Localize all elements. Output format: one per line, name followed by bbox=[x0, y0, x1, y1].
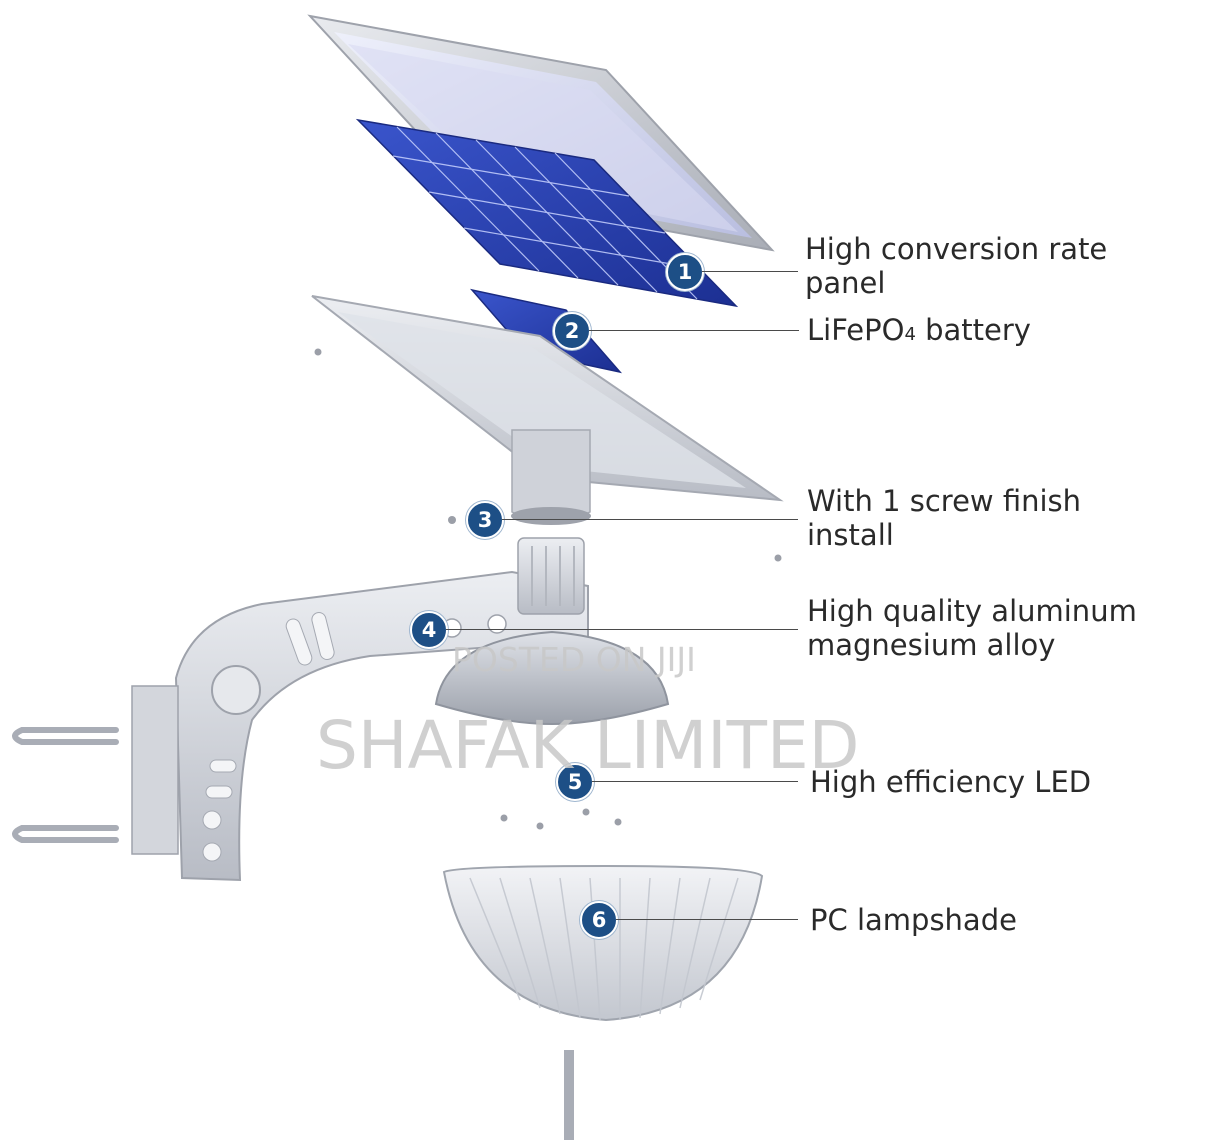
watermark-brand: SHAFAK LIMITED bbox=[316, 707, 860, 784]
callout-leader-4 bbox=[446, 629, 798, 630]
watermark-posted: POSTED ON JIJI bbox=[452, 640, 696, 679]
callout-label-2-line-1: LiFePO4 battery bbox=[807, 313, 1031, 352]
callout-badge-3: 3 bbox=[466, 501, 504, 539]
housing bbox=[311, 295, 784, 525]
callout-label-3: With 1 screw finish install bbox=[807, 484, 1081, 552]
callout-badge-6: 6 bbox=[580, 901, 618, 939]
bracket-arm bbox=[131, 570, 589, 882]
callout-badge-4: 4 bbox=[410, 611, 448, 649]
callout-label-2-chem: LiFePO bbox=[807, 313, 905, 347]
callout-label-4: High quality aluminum magnesium alloy bbox=[807, 594, 1137, 662]
callout-badge-1: 1 bbox=[666, 253, 704, 291]
callout-label-5: High efficiency LED bbox=[810, 765, 1091, 799]
callout-leader-5 bbox=[592, 781, 798, 782]
neck-socket bbox=[517, 537, 585, 615]
solar-cells bbox=[355, 118, 739, 308]
callout-label-1: High conversion rate panel bbox=[805, 232, 1107, 300]
callout-label-2-subscript: 4 bbox=[904, 324, 916, 345]
callout-label-1-line-1: High conversion rate bbox=[805, 232, 1108, 266]
lampshade-body bbox=[442, 864, 764, 1022]
callout-label-1-line-2: panel bbox=[805, 266, 886, 300]
callout-badge-2: 2 bbox=[553, 312, 591, 350]
panel-frame bbox=[307, 14, 775, 252]
callout-label-4-line-1: High quality aluminum bbox=[807, 594, 1137, 628]
u-bolts bbox=[12, 727, 119, 843]
callout-leader-2 bbox=[589, 330, 799, 331]
callout-leader-3 bbox=[502, 519, 798, 520]
hanging-rod bbox=[564, 1050, 574, 1140]
callout-label-6: PC lampshade bbox=[810, 903, 1017, 937]
dome-head bbox=[434, 630, 670, 726]
callout-label-2: LiFePO4 battery bbox=[807, 313, 1031, 352]
screws bbox=[314, 348, 782, 830]
callout-label-3-line-1: With 1 screw finish bbox=[807, 484, 1082, 518]
callout-leader-1 bbox=[702, 271, 798, 272]
callout-leader-6 bbox=[616, 919, 798, 920]
callout-label-2-word: battery bbox=[925, 313, 1031, 347]
callout-label-4-line-2: magnesium alloy bbox=[807, 628, 1056, 662]
callout-label-3-line-2: install bbox=[807, 518, 894, 552]
callout-label-6-line-1: PC lampshade bbox=[810, 903, 1017, 937]
callout-badge-5: 5 bbox=[556, 763, 594, 801]
callout-label-5-line-1: High efficiency LED bbox=[810, 765, 1092, 799]
